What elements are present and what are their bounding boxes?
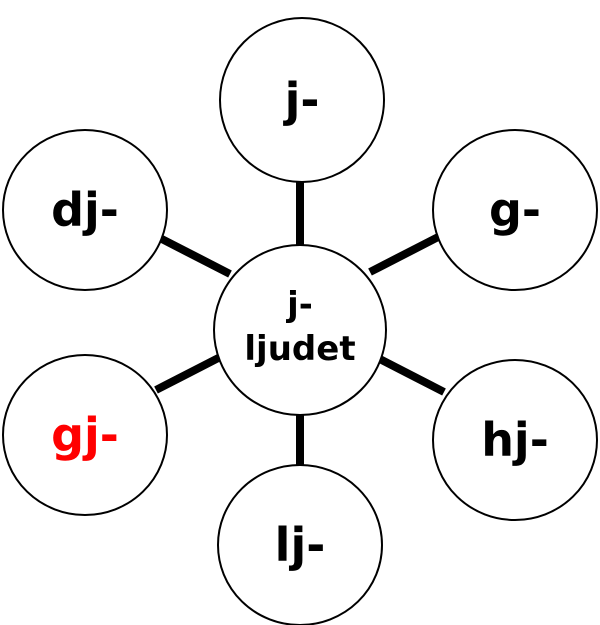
node-g-label: g- <box>489 183 541 237</box>
node-hj <box>432 359 598 521</box>
node-j <box>219 17 385 183</box>
connector-gj <box>154 348 232 394</box>
center-label-line2: ljudet <box>244 329 355 369</box>
node-lj-label: lj- <box>275 518 326 572</box>
connector-hj <box>368 350 446 396</box>
node-lj <box>217 464 383 625</box>
connector-dj <box>154 232 232 278</box>
center-node <box>213 244 387 416</box>
connector-g <box>368 230 446 276</box>
node-j-label: j- <box>283 73 320 127</box>
center-label-line1: j- <box>285 285 313 325</box>
node-g <box>432 129 598 291</box>
node-dj-label: dj- <box>51 183 119 237</box>
node-gj <box>2 354 168 516</box>
node-hj-label: hj- <box>481 413 549 467</box>
node-dj <box>2 129 168 291</box>
node-gj-label: gj- <box>51 408 119 462</box>
